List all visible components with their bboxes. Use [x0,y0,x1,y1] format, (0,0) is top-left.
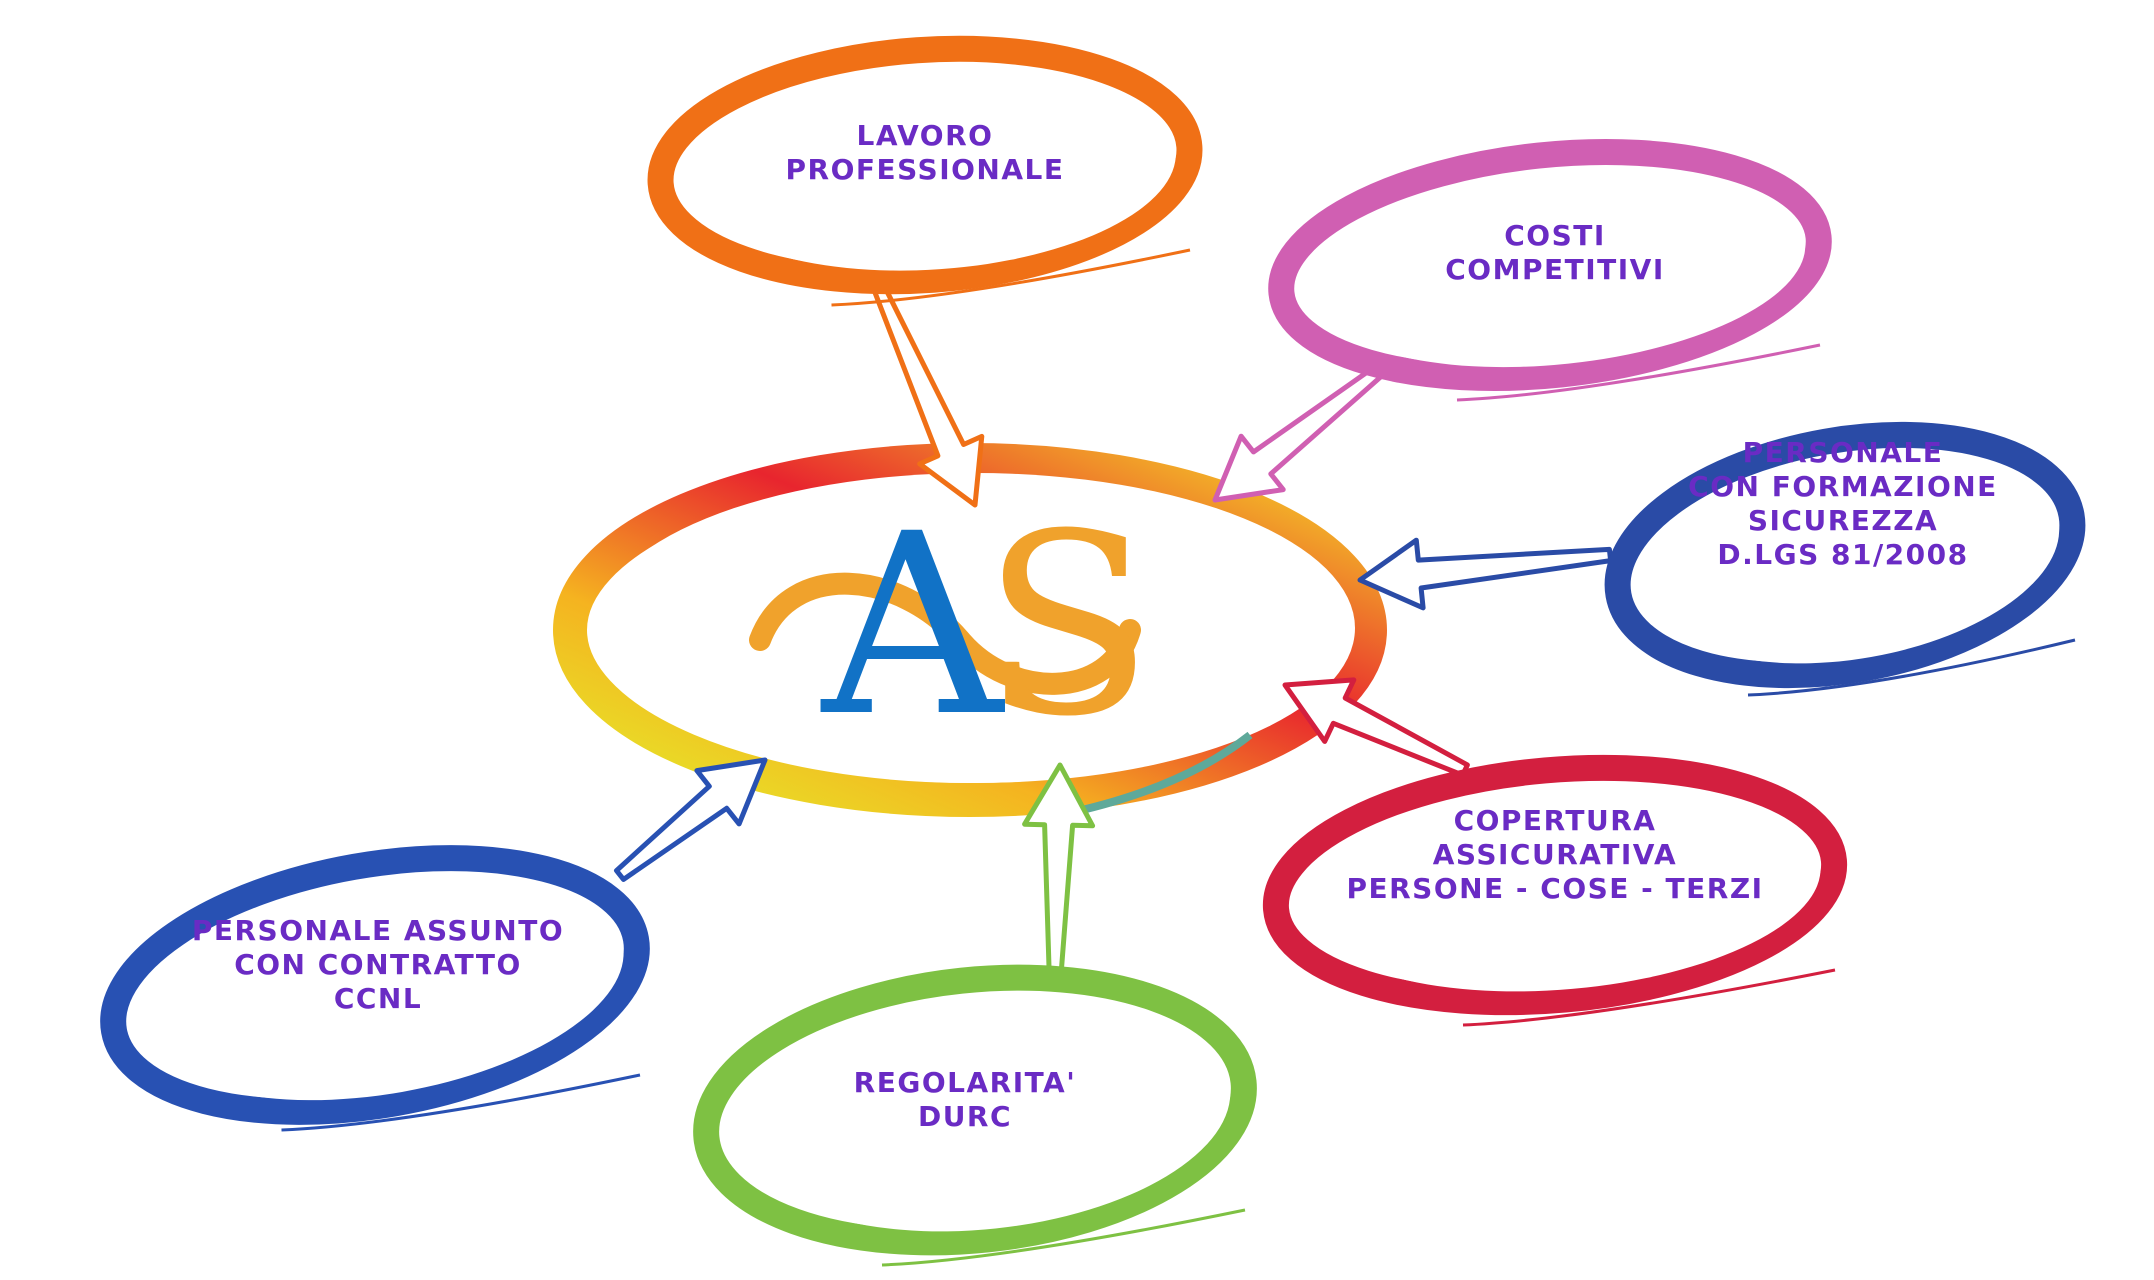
swoosh-copertura [1462,968,1836,1027]
swoosh-costi [1456,343,1821,402]
label-line: PERSONALE ASSUNTO [192,914,564,947]
bubble-inner-lavoro [690,66,1176,271]
label-line: SICUREZZA [1748,504,1938,537]
label-line: LAVORO [857,119,994,152]
swoosh-lavoro [831,248,1191,307]
label-line: CON FORMAZIONE [1688,470,1998,503]
label-line: REGOLARITA' [854,1066,1077,1099]
label-line: COSTI [1504,219,1606,252]
label-line: CON CONTRATTO [234,948,522,981]
arrow-regolarita [1022,762,1096,983]
node-regolarita: REGOLARITA'DURC [693,964,1257,1267]
bubble-inner-personale-ccnl [143,874,624,1101]
logo-letter-s: S [982,480,1153,771]
swoosh-personale-ccnl [281,1073,641,1132]
label-line: ASSICURATIVA [1433,838,1677,871]
label-line: PROFESSIONALE [785,153,1064,186]
bubble-inner-regolarita [736,994,1231,1232]
label-line: D.LGS 81/2008 [1717,538,1968,571]
logo-swash [749,572,1141,695]
label-line: COMPETITIVI [1445,253,1665,286]
label-line: PERSONALE [1743,436,1944,469]
bubble-inner-sicurezza [1647,451,2060,664]
label-line: COPERTURA [1454,804,1657,837]
bubble-inner-costi [1311,169,1806,368]
label-line: DURC [918,1100,1012,1133]
as-logo: A S [749,480,1153,771]
label-line: CCNL [334,982,422,1015]
bubble-inner-copertura [1306,785,1821,992]
arrow-costi [1212,363,1386,503]
swoosh-sicurezza [1747,638,2076,697]
logo-letter-a: A [820,480,1005,771]
swoosh-regolarita [881,1208,1246,1267]
arrow-lavoro [872,285,985,508]
arrow-copertura [1282,677,1470,778]
arrow-personale-ccnl [614,757,768,882]
arrow-sicurezza [1357,537,1614,611]
label-regolarita: REGOLARITA'DURC [854,1066,1077,1133]
label-line: PERSONE - COSE - TERZI [1346,872,1763,905]
